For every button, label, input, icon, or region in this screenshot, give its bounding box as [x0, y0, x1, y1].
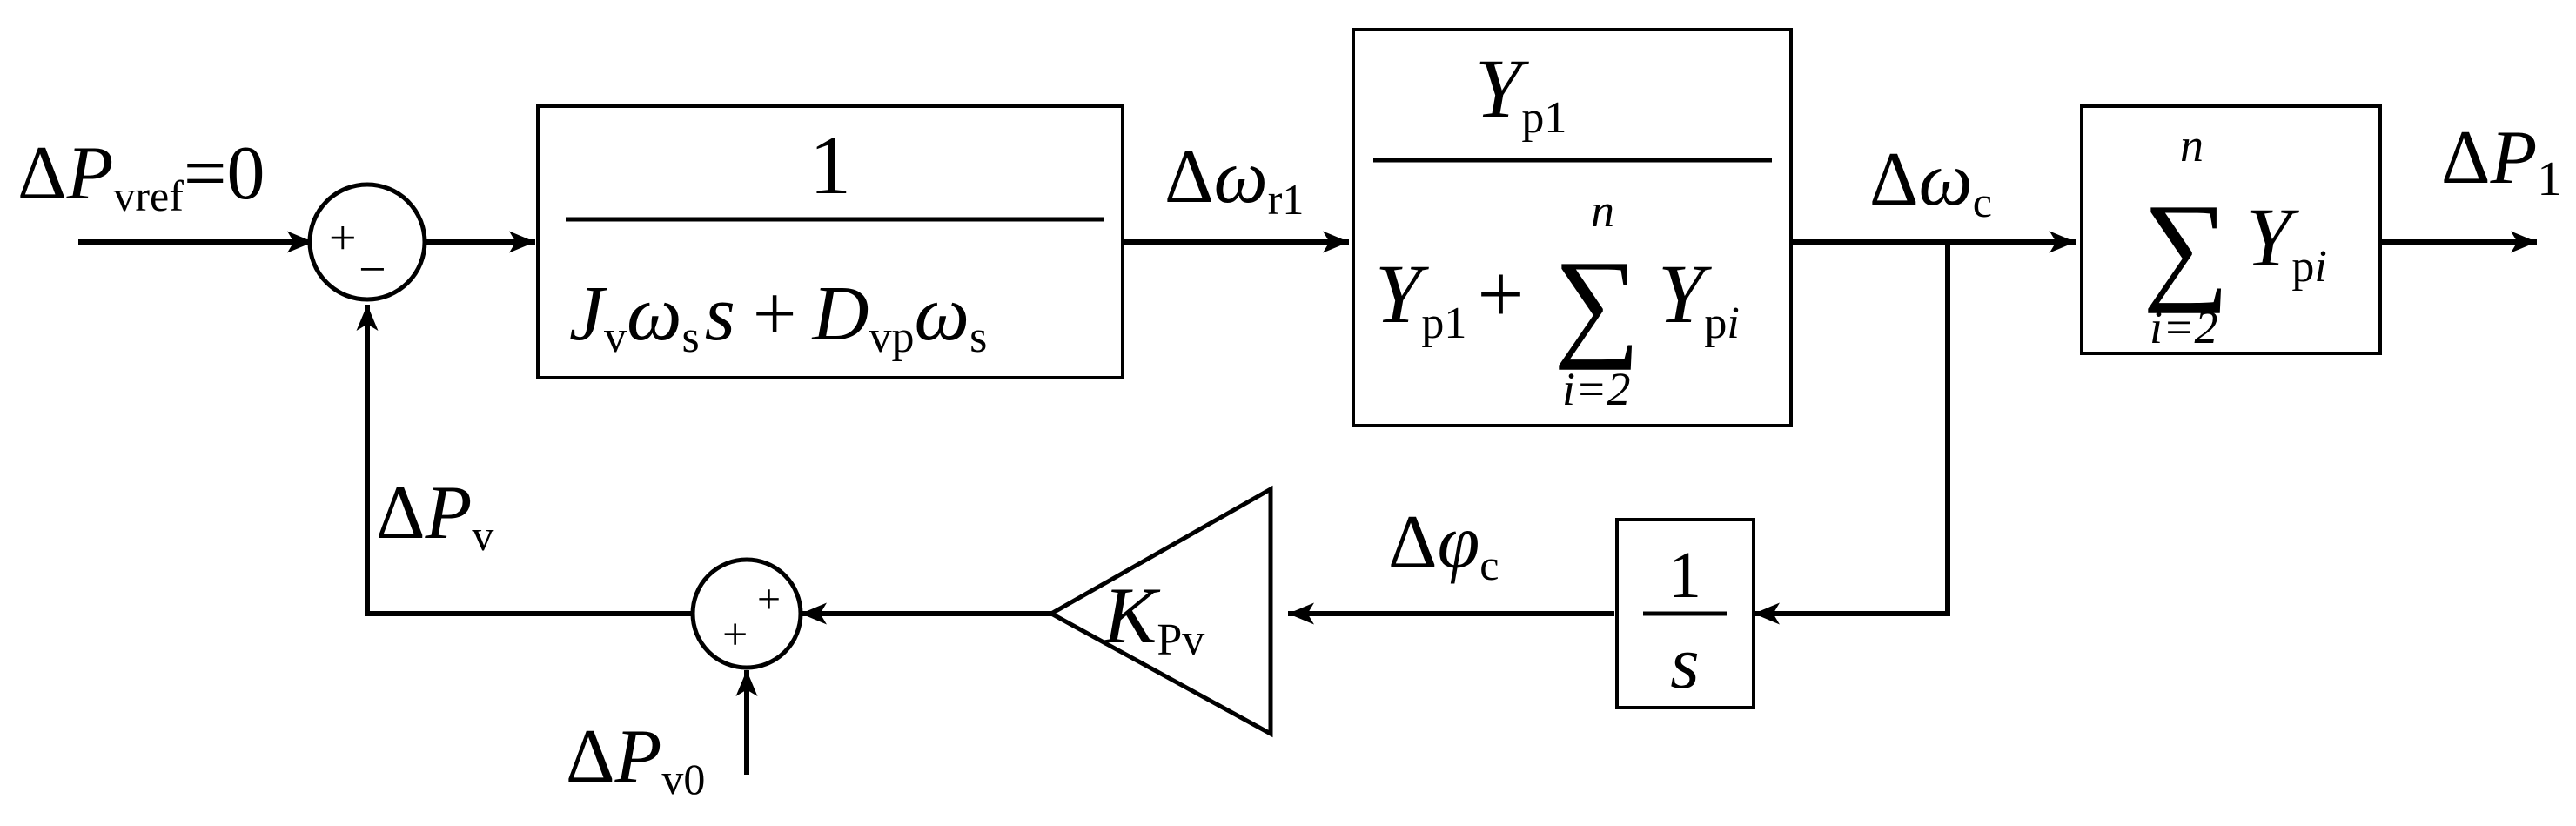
summation-block: ∑ n i=2 Ypi — [2080, 104, 2382, 355]
pv0-input-label: ΔPv0 — [566, 715, 705, 803]
sum-sigma-upper: n — [2180, 119, 2204, 171]
gain-block: KPv — [1046, 485, 1273, 738]
summing-junction-2: + + — [690, 557, 803, 670]
pv-label: ΔPv — [376, 471, 493, 560]
integrator-numerator: 1 — [1668, 539, 1701, 612]
ratio-sigma-icon: ∑ — [1553, 236, 1640, 371]
phi-c-label: Δφc — [1388, 500, 1499, 589]
ratio-sigma-lower: i=2 — [1562, 363, 1630, 415]
gain-label: KPv — [1102, 571, 1204, 665]
sum-sigma-lower: i=2 — [2150, 301, 2217, 353]
ratio-sigma-upper: n — [1591, 185, 1614, 237]
sum-sigma-icon: ∑ — [2143, 179, 2230, 314]
output-p1-label: ΔP1 — [2441, 116, 2561, 206]
sum2-plus-right-sign: + — [757, 576, 781, 622]
sum1-plus-sign: + — [329, 212, 357, 265]
omega-r1-label: Δωr1 — [1164, 135, 1304, 224]
ratio-numerator: Yp1 — [1475, 42, 1566, 143]
sum1-minus-sign: − — [359, 243, 386, 297]
integrator-block: 1 s — [1615, 518, 1755, 709]
sum2-plus-bottom-sign: + — [722, 610, 748, 660]
summing-junction-1: + − — [307, 182, 427, 302]
admittance-ratio-block: Yp1 Yp1+ ∑ n i=2 Ypi — [1352, 28, 1793, 427]
inertia-transfer-block: 1 Jvωss+Dvpωs — [536, 104, 1124, 379]
inertia-numerator: 1 — [809, 118, 851, 212]
integrator-denominator: s — [1670, 621, 1699, 704]
ratio-denominator-term: Yp1+ — [1375, 247, 1525, 348]
omega-c-label: Δωc — [1869, 138, 1992, 226]
ratio-sum-term: Ypi — [1658, 247, 1740, 348]
ref-input-label: ΔPvref=0 — [17, 131, 265, 220]
feedback-wire — [356, 305, 693, 616]
inertia-denominator: Jvωss+Dvpωs — [569, 271, 987, 362]
sum-term: Ypi — [2245, 191, 2327, 292]
integrator-feed-wire — [1754, 242, 1950, 625]
